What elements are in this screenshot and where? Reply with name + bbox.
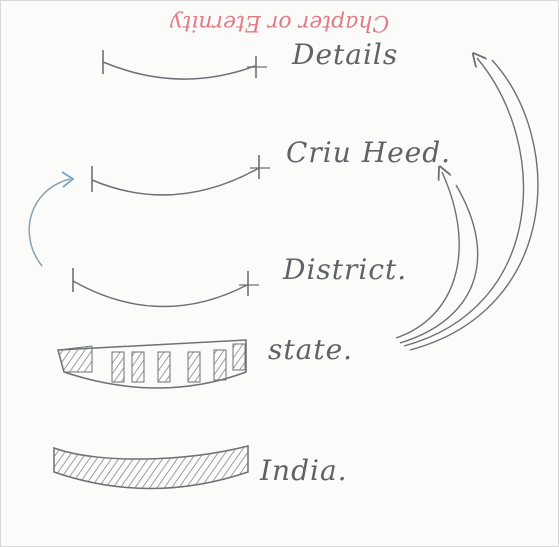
arc-state xyxy=(57,339,247,389)
label-criu-heed: Criu Heed. xyxy=(286,136,452,169)
right-arrows xyxy=(395,58,539,351)
label-india: India. xyxy=(260,454,348,487)
left-arrow xyxy=(28,171,75,267)
arc-details xyxy=(102,50,267,80)
label-state: state. xyxy=(268,333,354,366)
red-note: Chapter or Eternity xyxy=(170,10,390,35)
arc-district xyxy=(72,268,259,308)
arc-india xyxy=(53,445,249,490)
label-district: District. xyxy=(283,253,408,286)
arc-criu-heed xyxy=(91,155,270,196)
label-details: Details xyxy=(292,38,399,71)
